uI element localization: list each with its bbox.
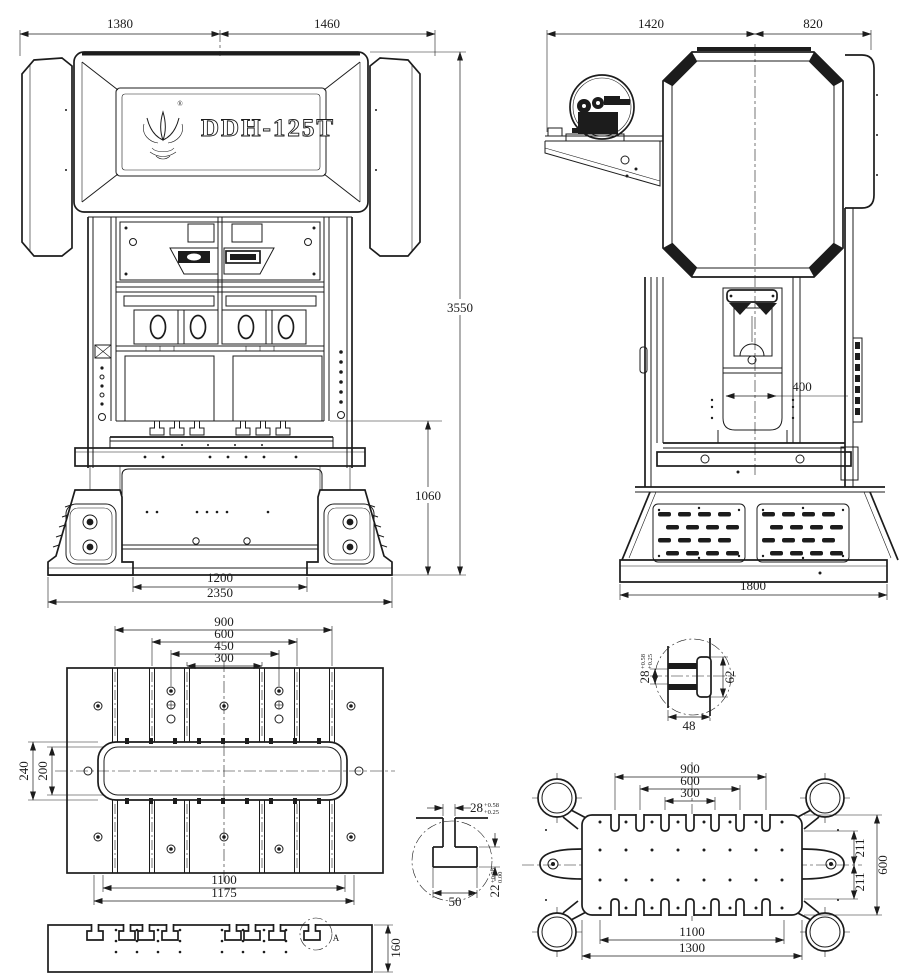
- dim-450: 450: [214, 638, 234, 653]
- bolster-tslots: [112, 668, 335, 873]
- dim-22-tol-lo: 0.00: [497, 872, 504, 883]
- bolster-section-view: A 160: [47, 917, 403, 973]
- guide-bushings: [532, 773, 850, 957]
- dim-1800: 1800: [740, 578, 766, 593]
- side-crown: [662, 47, 844, 278]
- flywheel-motor-assembly: [565, 74, 635, 142]
- dim-28-bolt: 28: [637, 671, 652, 684]
- dim-1300: 1300: [679, 940, 705, 955]
- dim-1100-bolster: 1100: [211, 872, 237, 887]
- dim-900-slide: 900: [680, 761, 700, 776]
- dim-28-slot-tol-hi: +0.58: [484, 802, 499, 809]
- registered-mark: ®: [177, 100, 183, 108]
- model-logo-text: DDH-125T: [201, 115, 335, 142]
- front-foot-left: [47, 489, 134, 576]
- dim-820: 820: [803, 16, 823, 31]
- dim-22-tol-hi: +0.28: [490, 868, 497, 883]
- dim-48: 48: [683, 718, 696, 733]
- section-dimensions: 160: [374, 924, 403, 973]
- slide-plan-view: 900 600 300 1100 1300 211 211 600: [522, 761, 890, 960]
- louver-panel-left: [652, 503, 746, 563]
- tbolt-dimensions: 28 +0.58 +0.25 62 48: [637, 654, 737, 733]
- dim-600-slide-height: 600: [875, 855, 890, 875]
- dim-28-bolt-tol-lo: +0.25: [647, 654, 654, 669]
- dim-400: 400: [792, 379, 812, 394]
- detail-a-circle: [299, 917, 333, 951]
- terminal-strip: [852, 337, 863, 423]
- front-crown: ® DDH-125T: [73, 51, 369, 213]
- front-foot-right: [306, 489, 393, 576]
- slide-holes: [598, 820, 784, 910]
- dim-1100-slide: 1100: [679, 924, 705, 939]
- door-handle: [639, 346, 648, 374]
- side-columns: [639, 208, 863, 487]
- side-ears: [539, 829, 845, 901]
- front-dimensions: 1380 1460 3550 1060 1200 2350: [19, 16, 479, 608]
- dim-600: 600: [214, 626, 234, 641]
- side-rear-cover: [845, 54, 878, 209]
- dim-200: 200: [35, 761, 50, 781]
- section-holes: [114, 928, 288, 954]
- tslot-detail-view: 28 +0.58 +0.25 50 22 +0.28 0.00: [411, 800, 504, 909]
- dim-1380: 1380: [107, 16, 133, 31]
- dim-1200: 1200: [207, 570, 233, 585]
- brand-logo: ® DDH-125T: [143, 100, 335, 160]
- dim-300: 300: [214, 650, 234, 665]
- side-view: 1420 820 400 1800: [544, 16, 899, 600]
- dim-1060: 1060: [415, 488, 441, 503]
- tslot-dimensions: 28 +0.58 +0.25 50 22 +0.28 0.00: [427, 800, 504, 909]
- dim-211-top: 211: [852, 838, 867, 857]
- side-bed: [656, 442, 859, 481]
- dim-28-slot-tol-lo: +0.25: [484, 809, 499, 816]
- flower-icon: [143, 110, 183, 160]
- bolster-holes: [83, 686, 364, 854]
- side-dimensions: 1420 820 400 1800: [546, 16, 888, 600]
- dim-300-slide: 300: [680, 785, 700, 800]
- side-ram: [710, 287, 795, 443]
- motor-bracket: [544, 127, 663, 187]
- dim-240: 240: [16, 761, 31, 781]
- bolster-plan-view: 900 600 450 300 240 200 1100 1175: [16, 614, 395, 905]
- dim-62: 62: [722, 671, 737, 684]
- dim-160: 160: [388, 938, 403, 958]
- dim-2350: 2350: [207, 585, 233, 600]
- dim-28-bolt-tol-hi: +0.58: [640, 654, 647, 669]
- dim-211-bottom: 211: [852, 872, 867, 891]
- front-view: ® DDH-125T 1380 1460 3550 1060 1200 2350: [19, 16, 479, 608]
- dim-28-slot: 28: [470, 800, 483, 815]
- tbolt-detail-view: 28 +0.58 +0.25 62 48: [637, 638, 737, 733]
- dim-900: 900: [214, 614, 234, 629]
- slide-dimensions: 900 600 300 1100 1300 211 211 600: [581, 761, 890, 960]
- dim-1420: 1420: [638, 16, 664, 31]
- dim-600-slide: 600: [680, 773, 700, 788]
- dim-22: 22: [487, 885, 502, 898]
- bolster-dimensions: 900 600 450 300 240 200 1100 1175: [16, 614, 355, 905]
- detail-a-label: A: [333, 933, 340, 943]
- side-base: [619, 486, 899, 583]
- louver-panel-right: [756, 503, 850, 563]
- dim-1460: 1460: [314, 16, 340, 31]
- dim-3550: 3550: [447, 300, 473, 315]
- dim-50: 50: [449, 894, 462, 909]
- dim-1175: 1175: [211, 885, 237, 900]
- front-pod-left: [21, 57, 73, 257]
- front-pod-right: [369, 57, 421, 257]
